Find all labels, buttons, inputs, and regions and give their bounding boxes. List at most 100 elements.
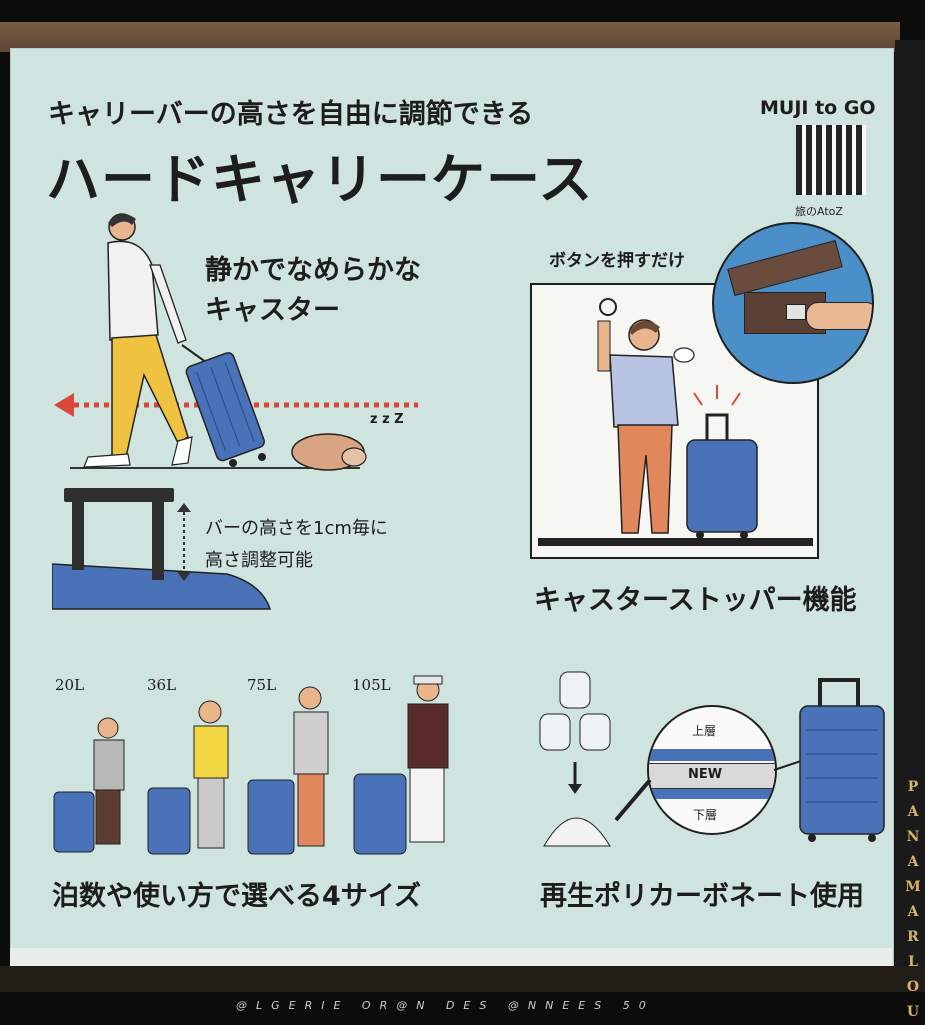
poster-subtitle: キャリーバーの高さを自由に調節できる <box>48 99 534 130</box>
recycle-bottles-illustration <box>539 671 611 847</box>
man-hair <box>108 213 136 227</box>
signature-letter: A <box>907 854 919 870</box>
person-pants <box>95 789 121 845</box>
man-shoe-right <box>171 436 193 466</box>
man-arm <box>149 264 187 344</box>
cat-face <box>341 447 367 467</box>
poster-bottom-strip <box>10 948 892 968</box>
bar-note-line1: バーの高さを1cm毎に <box>205 518 388 539</box>
alert-line <box>693 392 703 406</box>
down-arrow-head <box>568 784 582 794</box>
sigh-puff <box>673 347 695 363</box>
layer-closeup-circle <box>647 705 777 835</box>
brand-logo: MUJI to GO <box>760 97 876 119</box>
size-label: 20L <box>55 676 85 694</box>
signature-letter: N <box>906 829 920 845</box>
brand-subtitle: 旅のAtoZ <box>795 205 843 218</box>
signature-letter: R <box>907 929 919 945</box>
case-handle <box>705 413 729 445</box>
alert-line <box>731 392 741 406</box>
person-shirt <box>193 725 229 779</box>
size-label: 105L <box>352 676 391 694</box>
recycle-title: 再生ポリカーボネート使用 <box>540 881 864 912</box>
floor-shadow <box>0 966 925 992</box>
stopper-illustration <box>538 298 813 546</box>
layer-bottom-label: 下層 <box>693 808 718 822</box>
suitcase-top <box>52 563 272 610</box>
train-floor <box>538 538 813 546</box>
raised-arm <box>597 320 611 372</box>
water-bottle <box>539 713 571 751</box>
signature-letter: L <box>908 954 918 970</box>
signature-letter: U <box>906 1004 920 1020</box>
size-label: 75L <box>247 676 277 694</box>
recycled-flakes <box>543 817 611 847</box>
person-head <box>198 700 222 724</box>
standing-suitcase <box>686 439 758 533</box>
rider-hair <box>629 320 660 335</box>
signature-letter: O <box>906 979 920 995</box>
person-cap <box>413 675 443 685</box>
layer-band-top <box>649 749 775 761</box>
closeup-handle-bar <box>727 239 843 297</box>
stopper-title: キャスターストッパー機能 <box>534 585 857 616</box>
suitcase-36l <box>147 787 191 855</box>
left-arrow-icon <box>54 393 74 417</box>
recycled-suitcase <box>799 678 885 842</box>
dark-edge-right <box>895 40 925 990</box>
pressing-finger <box>806 302 872 330</box>
person-pants <box>409 767 445 843</box>
sleep-zzz: z z Z <box>370 412 404 427</box>
handle-pole <box>72 500 84 570</box>
person-head <box>97 717 119 739</box>
bar-note-line2: 高さ調整可能 <box>205 550 313 571</box>
handle-top <box>64 488 174 502</box>
hand-strap <box>599 298 617 316</box>
water-bottle <box>579 713 611 751</box>
suitcase-105l <box>353 773 407 855</box>
person-shirt <box>93 739 125 791</box>
case-handle <box>818 678 860 710</box>
button-closeup-circle <box>712 222 874 384</box>
layer-band-new <box>649 763 775 789</box>
walking-suitcase <box>185 352 265 462</box>
person-pants <box>197 777 225 849</box>
man-pants <box>111 334 189 458</box>
suitcase-20l <box>53 791 95 853</box>
person-shirt <box>407 703 449 769</box>
walking-illustration <box>54 213 418 471</box>
person-pants <box>297 773 325 847</box>
poster-title: ハードキャリーケース <box>46 148 594 211</box>
button-caption: ボタンを押すだけ <box>549 251 685 271</box>
water-bottle <box>559 671 591 709</box>
case-body <box>799 705 885 835</box>
rider-pants <box>617 424 673 534</box>
caster-wheel <box>258 453 266 461</box>
signature-letter: P <box>907 779 919 795</box>
layer-top-label: 上層 <box>692 724 717 738</box>
layer-new-label: NEW <box>688 767 723 782</box>
handle-pole <box>152 500 164 580</box>
rider-hoodie <box>609 354 679 428</box>
man-hoodie <box>107 240 159 341</box>
wood-frame-top <box>0 22 900 52</box>
pointer-line <box>773 759 805 771</box>
person-head <box>298 686 322 710</box>
feature-caster-line1: 静かでなめらかな <box>205 255 421 286</box>
signature-letter: A <box>907 804 919 820</box>
handle-bar-illustration <box>52 488 272 610</box>
pointer-line <box>614 778 652 822</box>
height-arrow-icon <box>177 503 191 581</box>
layer-band-bottom <box>649 789 775 799</box>
stopper-button <box>786 304 806 320</box>
suitcase-75l <box>247 779 295 855</box>
four-sizes-illustration <box>53 675 449 855</box>
feature-caster-line2: キャスター <box>205 295 340 326</box>
caster-wheel <box>229 459 237 467</box>
man-shoe-left <box>83 453 131 468</box>
person-shirt <box>293 711 329 775</box>
caster-wheel <box>740 531 748 539</box>
caster-wheel <box>696 531 704 539</box>
sizes-title: 泊数や使い方で選べる4サイズ <box>52 881 421 912</box>
